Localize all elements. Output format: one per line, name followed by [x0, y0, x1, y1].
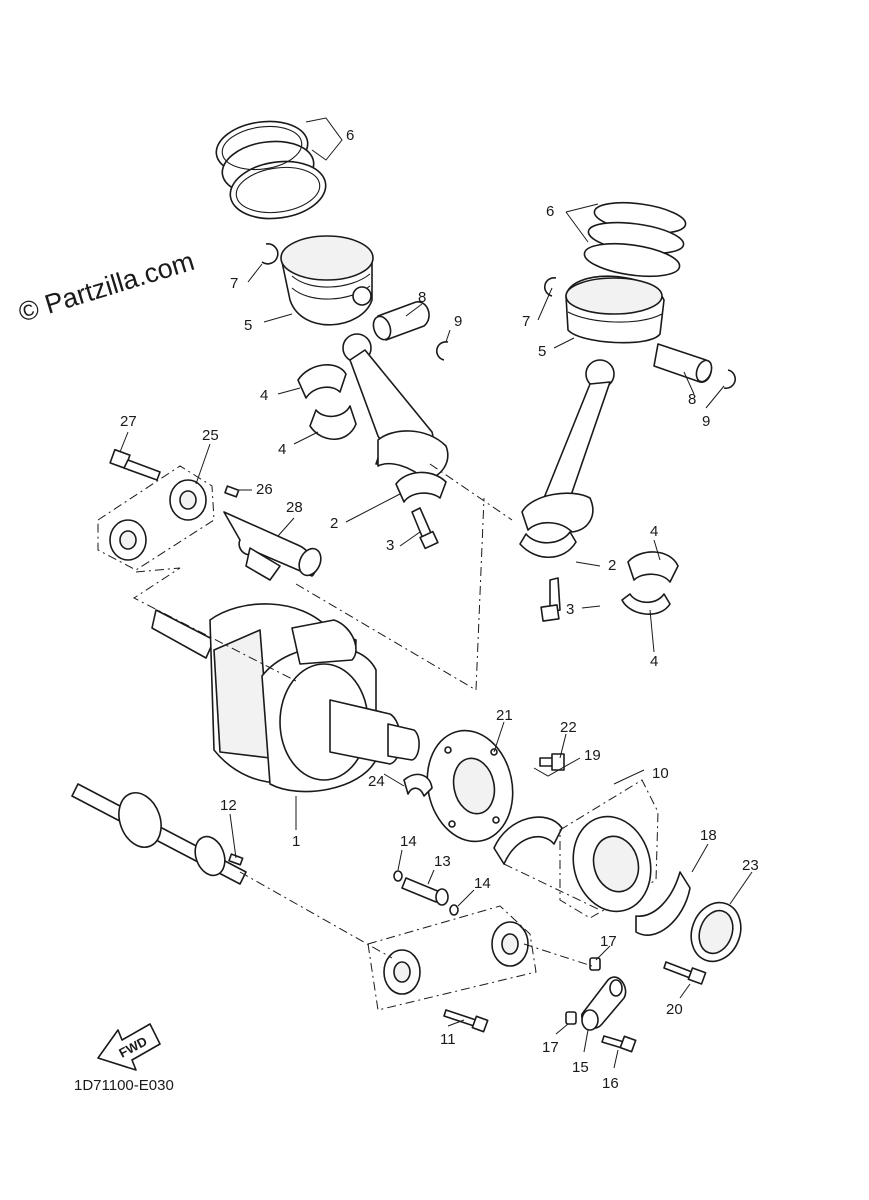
bolt-22[interactable]: [539, 753, 565, 771]
key-12[interactable]: [228, 853, 244, 866]
callout-4[interactable]: 4: [650, 523, 658, 540]
callout-3[interactable]: 3: [386, 537, 394, 554]
piston-pin-left[interactable]: [370, 301, 430, 342]
balancer-shaft[interactable]: [71, 783, 247, 885]
callout-19[interactable]: 19: [584, 747, 601, 764]
callout-17[interactable]: 17: [600, 933, 617, 950]
callout-2[interactable]: 2: [608, 557, 616, 574]
balancer-shaft-28[interactable]: [223, 511, 325, 581]
oil-seal-23[interactable]: [683, 896, 749, 969]
callout-8[interactable]: 8: [688, 391, 696, 408]
callout-20[interactable]: 20: [666, 1001, 683, 1018]
callout-24[interactable]: 24: [368, 773, 385, 790]
pin-17a[interactable]: [589, 957, 601, 971]
callout-17[interactable]: 17: [542, 1039, 559, 1056]
diagram-code: 1D71100-E030: [74, 1077, 174, 1094]
shaft-13[interactable]: [401, 877, 449, 906]
callout-4[interactable]: 4: [260, 387, 268, 404]
callout-1[interactable]: 1: [292, 833, 300, 850]
callout-3[interactable]: 3: [566, 601, 574, 618]
watermark: © Partzilla.com: [15, 246, 198, 328]
callout-7[interactable]: 7: [230, 275, 238, 292]
conrod-right[interactable]: [521, 359, 615, 533]
bearing-upper-right[interactable]: [627, 551, 679, 583]
callout-6[interactable]: 6: [346, 127, 354, 144]
leader-lines: [119, 117, 753, 1069]
bolt-20[interactable]: [663, 961, 707, 985]
bearing-18[interactable]: [635, 871, 691, 936]
callout-4[interactable]: 4: [650, 653, 658, 670]
circlip-right-b[interactable]: [723, 369, 737, 390]
callout-15[interactable]: 15: [572, 1059, 589, 1076]
crankshaft[interactable]: [151, 603, 420, 793]
fwd-arrow: FWD: [97, 1023, 161, 1071]
conrod-cap-right[interactable]: [519, 531, 577, 558]
conrod-left[interactable]: [342, 333, 449, 481]
piston-left[interactable]: [280, 235, 374, 326]
callout-18[interactable]: 18: [700, 827, 717, 844]
callout-5[interactable]: 5: [538, 343, 546, 360]
callout-4[interactable]: 4: [278, 441, 286, 458]
conrod-bolt-left[interactable]: [411, 507, 439, 550]
callout-28[interactable]: 28: [286, 499, 303, 516]
callout-13[interactable]: 13: [434, 853, 451, 870]
bolt-11[interactable]: [443, 1009, 489, 1033]
thrust-plate-21[interactable]: [417, 722, 522, 849]
circlip-left-b[interactable]: [435, 340, 449, 361]
piston-pin-right[interactable]: [653, 343, 714, 384]
oring-14a[interactable]: [393, 870, 403, 882]
callout-9[interactable]: 9: [454, 313, 462, 330]
lever-15[interactable]: [581, 976, 627, 1031]
callout-27[interactable]: 27: [120, 413, 137, 430]
key-26[interactable]: [224, 485, 240, 498]
bearing-upper-left[interactable]: [297, 364, 347, 399]
gear-11-group[interactable]: [367, 905, 537, 1011]
assembly-lines: [133, 463, 601, 967]
pin-17b[interactable]: [565, 1011, 577, 1025]
bolt-16[interactable]: [601, 1035, 637, 1053]
conrod-cap-left[interactable]: [395, 471, 447, 503]
piston-rings-right[interactable]: [582, 198, 687, 282]
gear-10-group[interactable]: [559, 779, 661, 920]
callout-12[interactable]: 12: [220, 797, 237, 814]
callout-5[interactable]: 5: [244, 317, 252, 334]
oring-14b[interactable]: [449, 904, 459, 916]
gear-25-group[interactable]: [97, 465, 215, 571]
callout-2[interactable]: 2: [330, 515, 338, 532]
callout-26[interactable]: 26: [256, 481, 273, 498]
piston-right[interactable]: [565, 275, 665, 344]
callout-11[interactable]: 11: [440, 1031, 456, 1048]
callout-6[interactable]: 6: [546, 203, 554, 220]
bearing-lower-right[interactable]: [621, 593, 671, 615]
bolt-27[interactable]: [109, 448, 161, 481]
callout-8[interactable]: 8: [418, 289, 426, 306]
conrod-bolt-right[interactable]: [540, 577, 561, 622]
callout-10[interactable]: 10: [652, 765, 669, 782]
circlip-right-a[interactable]: [543, 276, 557, 297]
callout-21[interactable]: 21: [496, 707, 513, 724]
bearing-19[interactable]: [493, 816, 563, 865]
circlip-left-a[interactable]: [261, 243, 279, 265]
callout-16[interactable]: 16: [602, 1075, 619, 1092]
bearing-24[interactable]: [403, 773, 433, 797]
callout-9[interactable]: 9: [702, 413, 710, 430]
callout-23[interactable]: 23: [742, 857, 759, 874]
callout-7[interactable]: 7: [522, 313, 530, 330]
callout-14[interactable]: 14: [474, 875, 491, 892]
callouts: 6 7 8 9 5 4 4 6 7 5 8 9 27 25 26 28 2 3 …: [120, 127, 759, 1092]
bearing-lower-left[interactable]: [309, 405, 357, 440]
callout-25[interactable]: 25: [202, 427, 219, 444]
callout-22[interactable]: 22: [560, 719, 577, 736]
callout-14[interactable]: 14: [400, 833, 417, 850]
piston-rings-left[interactable]: [213, 116, 330, 225]
